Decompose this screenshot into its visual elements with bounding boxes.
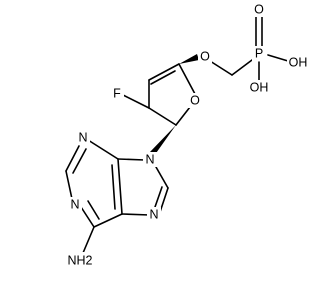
bond-ch2-o xyxy=(209,60,233,76)
svg-text:N: N xyxy=(70,197,79,211)
bond-p-oh-top xyxy=(267,54,289,62)
atom-n1: N xyxy=(68,197,82,212)
bond-n7-c5 xyxy=(121,213,151,216)
bond-c4-c3 xyxy=(148,63,180,81)
atom-o-ring: O xyxy=(188,93,202,108)
bond-n3-c2p-inner xyxy=(72,148,87,174)
svg-text:N: N xyxy=(149,207,158,221)
bonds xyxy=(65,14,289,254)
bond-c2-f xyxy=(122,94,150,109)
bond-n1-c6 xyxy=(80,206,95,228)
bond-c1-oring xyxy=(175,106,191,126)
bond-n9-c8 xyxy=(155,166,169,189)
svg-text:NH2: NH2 xyxy=(67,253,92,267)
bond-n3-c2p xyxy=(65,145,80,172)
bond-c5-c4p xyxy=(117,158,123,215)
atom-oh-bottom: OH xyxy=(248,80,270,95)
bond-c4p-n9 xyxy=(117,158,146,161)
svg-text:N: N xyxy=(78,130,87,144)
bond-c8-n7 xyxy=(159,187,169,213)
bond-p-ch2 xyxy=(231,59,253,76)
bond-c5-c4p-inner xyxy=(111,164,116,210)
bond-n1-c6-inner xyxy=(87,200,100,220)
wedge-c1-n9 xyxy=(149,125,176,156)
bond-c4p-n3 xyxy=(87,139,119,160)
bond-c4-c3-inner xyxy=(150,70,176,85)
svg-text:O: O xyxy=(190,93,200,107)
atom-labels: O P OH OH O O F N xyxy=(66,2,309,269)
svg-text:N: N xyxy=(145,152,154,166)
wedge-c4-o-ether xyxy=(179,54,199,64)
atom-f: F xyxy=(110,86,124,101)
atom-oh-top: OH xyxy=(287,55,309,70)
svg-text:OH: OH xyxy=(250,80,269,94)
atom-p: P xyxy=(252,46,266,61)
atom-o-double: O xyxy=(252,2,266,17)
bond-c6-c5 xyxy=(93,213,123,228)
bond-oring-c4 xyxy=(178,63,196,95)
svg-text:O: O xyxy=(200,49,210,63)
bond-c2p-n1 xyxy=(65,170,73,200)
atom-n7: N xyxy=(147,207,161,222)
bond-c2-c1 xyxy=(148,107,177,126)
bond-c6-nh2 xyxy=(82,226,95,254)
atom-nh2: NH2 xyxy=(66,252,96,269)
bond-c8-n7-inner xyxy=(154,186,163,208)
svg-text:O: O xyxy=(254,2,264,16)
svg-text:F: F xyxy=(113,86,121,100)
svg-text:OH: OH xyxy=(289,55,308,69)
atom-o-ether: O xyxy=(198,49,212,64)
svg-text:P: P xyxy=(255,46,263,60)
atom-n3: N xyxy=(76,130,90,145)
atom-n9: N xyxy=(143,152,157,167)
